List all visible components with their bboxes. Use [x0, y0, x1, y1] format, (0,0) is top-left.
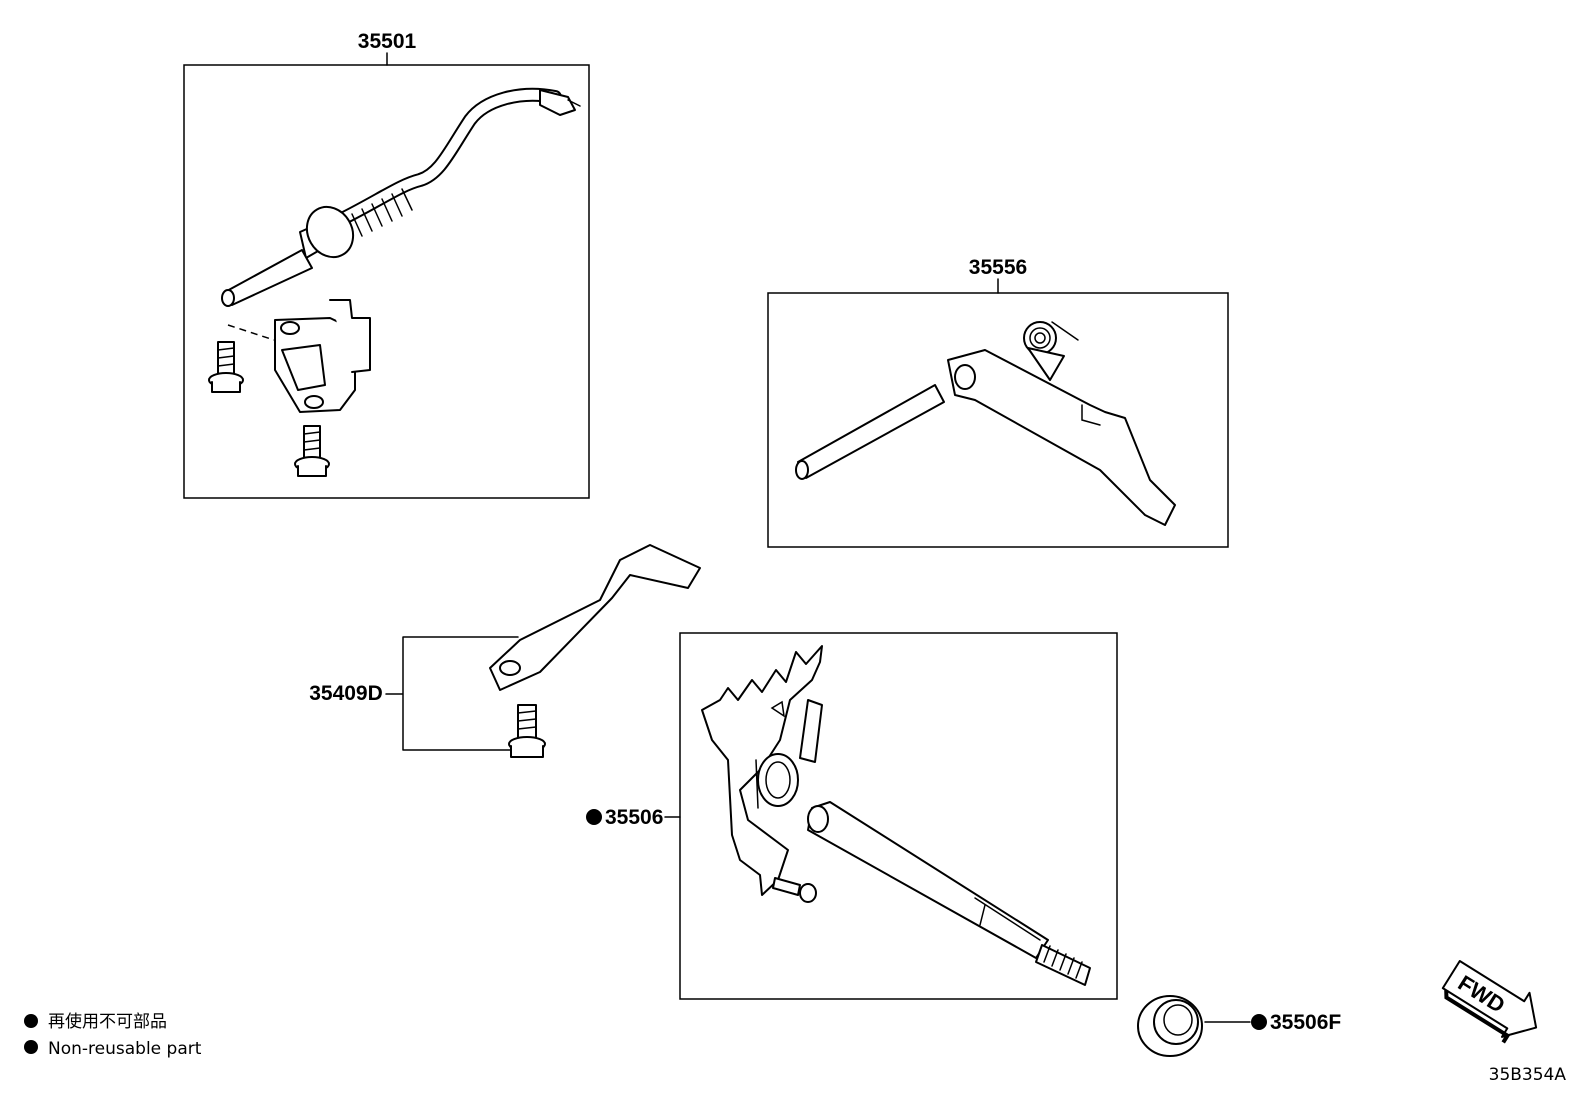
- callout-35501: 35501: [358, 30, 417, 53]
- control-cable-part: [221, 87, 581, 307]
- callout-35409D: 35409D: [309, 682, 383, 705]
- non-reusable-marker-icon: [24, 1040, 38, 1054]
- box-35556: [767, 292, 1229, 548]
- non-reusable-marker-icon: [1251, 1014, 1267, 1030]
- group-35409D: 35409D: [309, 544, 701, 758]
- bolt-35501-upper: [208, 341, 244, 393]
- pin-part: [795, 384, 945, 480]
- group-35556: 35556: [767, 256, 1229, 548]
- box-35506: [679, 632, 1118, 1000]
- link-arm-part: [489, 544, 701, 691]
- legend-japanese: 再使用不可部品: [48, 1011, 167, 1032]
- callout-35506: 35506: [605, 806, 663, 829]
- torsion-spring-part: [1023, 321, 1079, 381]
- box-35501: [183, 64, 590, 499]
- legend-english: Non-reusable part: [48, 1039, 202, 1059]
- bolt-35409D: [508, 704, 546, 758]
- bolt-35501-lower: [294, 425, 330, 477]
- roller-pin-part: [772, 877, 817, 903]
- cable-bracket-part: [227, 299, 371, 413]
- group-35506F: 35506F: [1137, 995, 1341, 1057]
- callout-35556: 35556: [969, 256, 1027, 279]
- shift-shaft-part: [807, 801, 1091, 986]
- legend: 再使用不可部品 Non-reusable part: [24, 1011, 202, 1059]
- lever-part: [947, 349, 1176, 526]
- callout-35506F: 35506F: [1270, 1011, 1341, 1034]
- spring-pin-part: [799, 699, 823, 763]
- diagram-code: 35B354A: [1489, 1065, 1567, 1085]
- non-reusable-marker-icon: [586, 809, 602, 825]
- shift-sector-part: [701, 645, 823, 896]
- forward-arrow-icon: FWD: [1441, 959, 1538, 1044]
- group-35506: 35506: [586, 632, 1118, 1000]
- oil-seal-part: [1137, 995, 1203, 1057]
- group-35501: 35501: [183, 30, 590, 499]
- leader-35409D: [385, 636, 519, 751]
- non-reusable-marker-icon: [24, 1014, 38, 1028]
